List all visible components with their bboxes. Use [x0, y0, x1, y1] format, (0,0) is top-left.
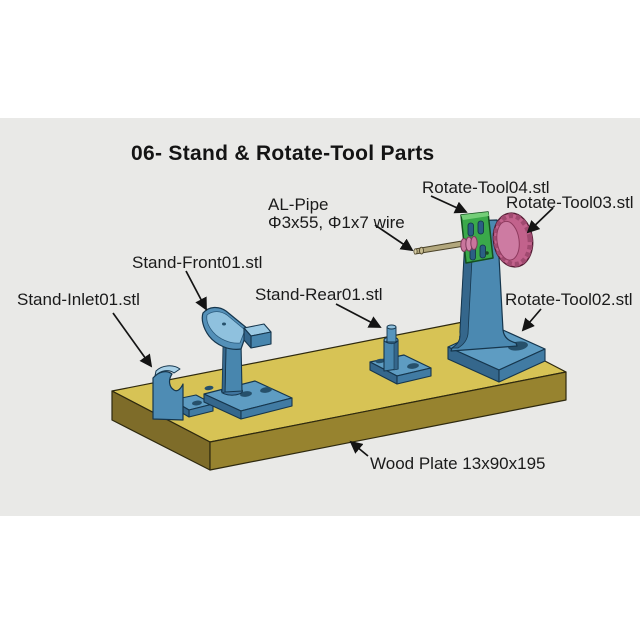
part-rotate-tool03-gear [492, 212, 534, 268]
label-rotate-tool02: Rotate-Tool02.stl [505, 290, 633, 309]
annotation-arrows [112, 195, 554, 457]
label-stand-rear: Stand-Rear01.stl [255, 285, 383, 304]
label-wood-plate: Wood Plate 13x90x195 [370, 454, 546, 473]
label-al-pipe-spec: Φ3x55, Φ1x7 wire [268, 213, 405, 232]
diagram-title: 06- Stand & Rotate-Tool Parts [131, 142, 435, 165]
label-al-pipe: AL-Pipe [268, 195, 329, 214]
label-stand-front: Stand-Front01.stl [132, 253, 263, 272]
part-al-pipe [413, 236, 478, 255]
label-stand-inlet: Stand-Inlet01.stl [17, 290, 140, 309]
part-stand-rear [369, 324, 432, 385]
part-stand-front [201, 306, 293, 420]
part-stand-inlet [152, 365, 214, 421]
part-rotate-tool04-plate [460, 211, 494, 264]
label-rotate-tool03: Rotate-Tool03.stl [506, 193, 634, 212]
label-rotate-tool04: Rotate-Tool04.stl [422, 178, 550, 197]
